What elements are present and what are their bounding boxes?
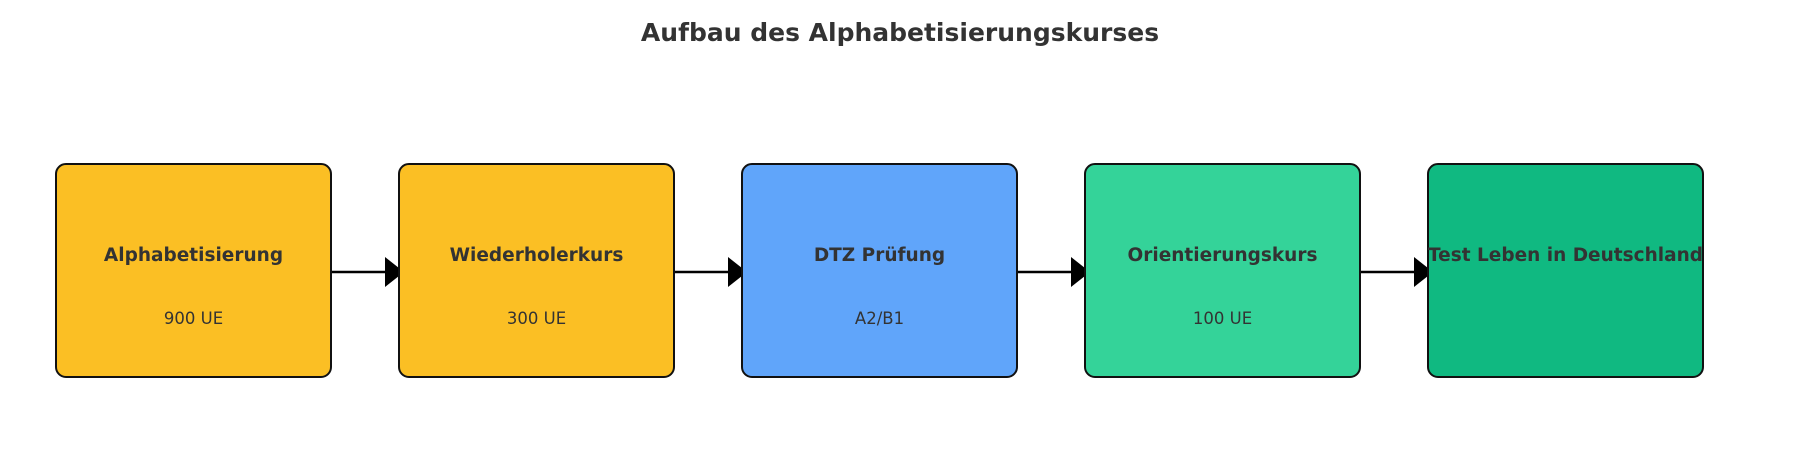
step-box-alphabetisierung: Alphabetisierung 900 UE bbox=[55, 163, 332, 378]
diagram-title: Aufbau des Alphabetisierungskurses bbox=[640, 18, 1160, 47]
step-title: Alphabetisierung bbox=[103, 245, 284, 266]
step-box-dtz-pruefung: DTZ Prüfung A2/B1 bbox=[741, 163, 1018, 378]
step-detail: A2/B1 bbox=[854, 309, 905, 328]
step-title: Orientierungskurs bbox=[1127, 245, 1318, 266]
step-title: DTZ Prüfung bbox=[813, 245, 946, 266]
step-box-orientierungskurs: Orientierungskurs 100 UE bbox=[1084, 163, 1361, 378]
step-title: Test Leben in Deutschland bbox=[1428, 245, 1703, 266]
step-box-wiederholerkurs: Wiederholerkurs 300 UE bbox=[398, 163, 675, 378]
step-detail: 100 UE bbox=[1192, 309, 1253, 328]
step-title: Wiederholerkurs bbox=[449, 245, 624, 266]
step-detail: 300 UE bbox=[506, 309, 567, 328]
step-box-test-leben-in-deutschland: Test Leben in Deutschland bbox=[1427, 163, 1704, 378]
step-detail: 900 UE bbox=[163, 309, 224, 328]
